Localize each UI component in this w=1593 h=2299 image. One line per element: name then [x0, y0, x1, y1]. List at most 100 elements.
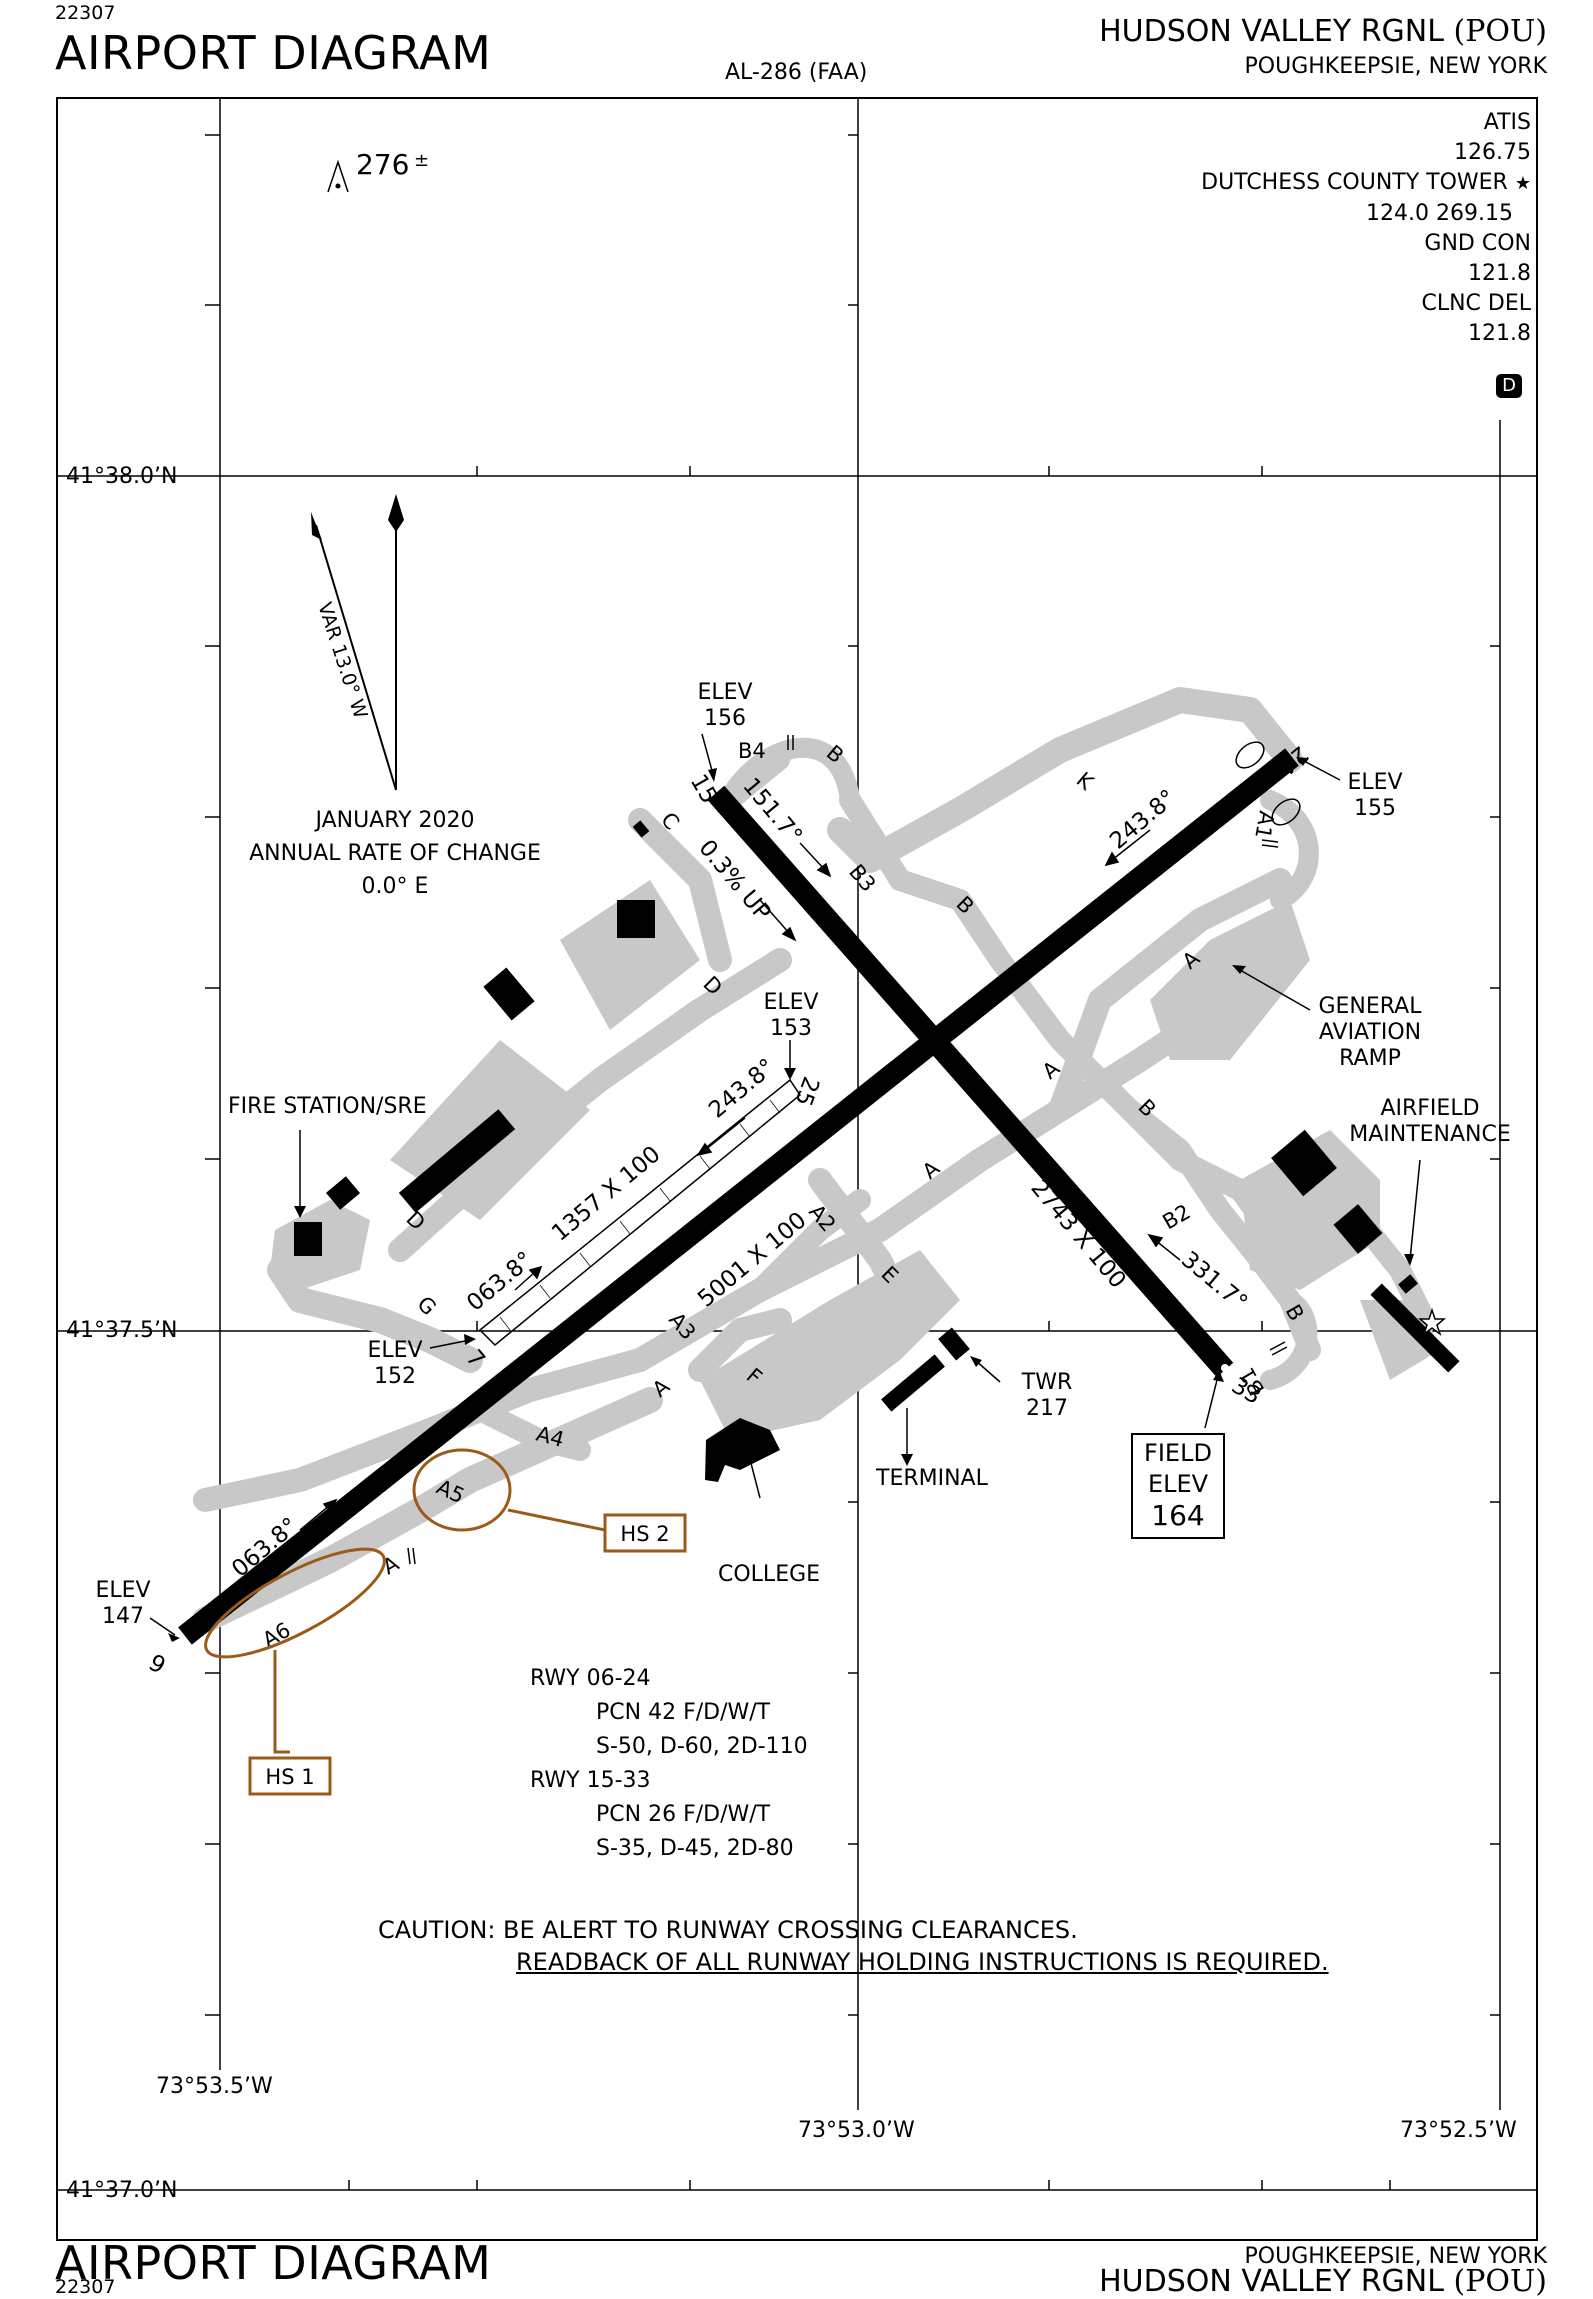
heading-arrows [299, 829, 1181, 1531]
obstacle-elevation: 276 [356, 148, 409, 181]
taxiway-a-ne [1048, 868, 1292, 1122]
magnetic-rate-label: ANNUAL RATE OF CHANGE [249, 841, 541, 866]
star-icon: ★ [1514, 173, 1531, 194]
cycle-number: 22307 [55, 2, 116, 24]
ramp-maintenance [1240, 1130, 1380, 1290]
pcn-rwy1: RWY 06-24 [530, 1666, 651, 1691]
latitude-label-38-0: 41°38.0’N [66, 464, 178, 489]
twy-label-b2: B2 [1159, 1200, 1195, 1235]
longitude-label-53-5: 73°53.5’W [156, 2074, 273, 2099]
rwy-end-25: 25 [789, 1073, 823, 1109]
hotspot-hs1-label: HS 1 [265, 1765, 314, 1789]
taxiway-k [827, 687, 1303, 873]
ramp-maint-east [1360, 1300, 1440, 1380]
building-fire-station [294, 1222, 322, 1256]
ramp-terminal-college [700, 1250, 960, 1440]
caution-line2: READBACK OF ALL RUNWAY HOLDING INSTRUCTI… [516, 1948, 1329, 1976]
twy-label-a1: A1 [1250, 809, 1278, 840]
procedure-id: AL-286 (FAA) [725, 60, 868, 85]
building-twr [938, 1327, 970, 1361]
hold-short-markings [407, 735, 1288, 1565]
ga-ramp-label: GENERAL AVIATION RAMP [1290, 994, 1450, 1072]
leader-arrowheads [168, 757, 1414, 1642]
building-sre [325, 1176, 361, 1210]
taxiway-a4 [469, 1399, 591, 1461]
runway-07-25-hatch [499, 1099, 781, 1331]
building-north-2 [483, 967, 535, 1021]
field-elevation: FIELD ELEV 164 [1132, 1438, 1224, 1531]
airport-beacon-icon [1417, 1307, 1447, 1337]
taxiway-a1-loop [1260, 790, 1319, 910]
d-atis-badge: D [1496, 374, 1522, 398]
building-terminal [881, 1354, 945, 1412]
taxiway-b1-loop [1260, 1290, 1318, 1390]
map-frame [56, 97, 1538, 2241]
twy-label-a6: A6 [259, 1618, 295, 1653]
magnetic-rate: 0.0° E [361, 874, 429, 899]
ground-frequency: 121.8 [1468, 261, 1531, 286]
field-elevation-point [1221, 1364, 1229, 1372]
pcn-rwy1-weights: S-50, D-60, 2D-110 [596, 1734, 808, 1759]
elevation-153: ELEV 153 [756, 990, 826, 1042]
maintenance-line1: AIRFIELD [1380, 1096, 1480, 1121]
taxiway-a-west [192, 1387, 663, 1633]
hotspot-hs1-leader [273, 1650, 290, 1754]
rwy-33-heading: 331.7° [1176, 1247, 1252, 1317]
page-title: AIRPORT DIAGRAM [55, 26, 492, 80]
magnetic-north-arrow-icon [311, 512, 397, 791]
obstacle-icon [327, 159, 349, 193]
maintenance-line2: MAINTENANCE [1349, 1122, 1511, 1147]
hotspot-hs2-leader [507, 1508, 606, 1532]
clearance-frequency: 121.8 [1468, 321, 1531, 346]
pcn-block: RWY 06-24 PCN 42 F/D/W/T S-50, D-60, 2D-… [530, 1662, 808, 1866]
field-elev-line2: ELEV [1147, 1470, 1209, 1498]
elevation-155: ELEV 155 [1340, 770, 1410, 822]
comms-panel: ATIS 126.75 DUTCHESS COUNTY TOWER ★ 124.… [1201, 108, 1531, 349]
elevation-label: ELEV [697, 680, 753, 705]
terminal-label: TERMINAL [876, 1466, 988, 1491]
longitude-label-53-0: 73°53.0’W [798, 2118, 915, 2143]
ground-label: GND CON [1424, 231, 1531, 256]
caution-line1: CAUTION: BE ALERT TO RUNWAY CROSSING CLE… [378, 1916, 1078, 1944]
rwy-07-heading: 063.8° [462, 1247, 538, 1317]
building-c-hut [632, 820, 650, 838]
rwy-24-holding-loop-2 [1271, 798, 1301, 826]
elevation-label: ELEV [367, 1338, 423, 1363]
taxiway-g [267, 1257, 483, 1373]
runway-15-33 [707, 785, 1234, 1378]
elevation-value: 155 [1354, 796, 1396, 821]
hotspot-hs2-box [603, 1513, 687, 1553]
ga-ramp-line2: AVIATION [1318, 1020, 1422, 1045]
ramp-areas [270, 880, 1440, 1440]
elevation-value: 147 [102, 1604, 144, 1629]
pcn-rwy1-pcn: PCN 42 F/D/W/T [596, 1700, 771, 1725]
hotspot-hs1-ellipse [204, 1547, 386, 1659]
elevation-label: ELEV [763, 990, 819, 1015]
building-maint-2 [1333, 1204, 1383, 1254]
taxiway-network [192, 687, 1431, 1633]
twr-elevation: 217 [1026, 1396, 1068, 1421]
airport-location: POUGHKEEPSIE, NEW YORK [1244, 54, 1547, 79]
elevation-156: ELEV 156 [690, 680, 760, 732]
elevation-147: ELEV 147 [88, 1578, 158, 1630]
tower-facility-label: TWR 217 [1012, 1370, 1082, 1422]
college-label: COLLEGE [718, 1562, 821, 1587]
atis-frequency: 126.75 [1454, 140, 1531, 165]
tower-row: DUTCHESS COUNTY TOWER ★ [1201, 168, 1531, 199]
hotspots [204, 1448, 687, 1796]
ramp-north-hangars [560, 880, 700, 1030]
fire-station-label: FIRE STATION/SRE [228, 1094, 427, 1119]
airport-name: HUDSON VALLEY RGNL [1099, 14, 1444, 49]
field-elev-box [1131, 1433, 1225, 1539]
taxiway-f [688, 1308, 792, 1382]
rwy-25-heading: 243.8° [704, 1054, 780, 1124]
footer-title: AIRPORT DIAGRAM [55, 2236, 492, 2290]
hotspot-hs1-box [248, 1756, 332, 1796]
tower-label: DUTCHESS COUNTY TOWER [1201, 170, 1508, 195]
field-elev-value: 164 [1151, 1499, 1205, 1532]
twy-label-g: G [412, 1292, 440, 1320]
elevation-label: ELEV [1347, 770, 1403, 795]
longitude-label-52-5: 73°52.5’W [1400, 2118, 1517, 2143]
caution-note: CAUTION: BE ALERT TO RUNWAY CROSSING CLE… [378, 1914, 1329, 1978]
twy-label-b4: B4 [738, 739, 766, 763]
